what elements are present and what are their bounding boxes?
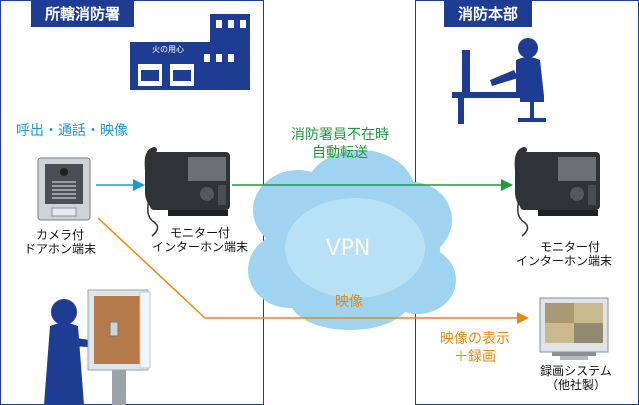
call-features-label: 呼出・通話・映像 bbox=[16, 123, 128, 139]
recording-system-monitor bbox=[539, 297, 609, 360]
intercom-right-label-line2: インターホン端末 bbox=[515, 254, 612, 268]
fire-station-building bbox=[130, 14, 250, 90]
camera-door-label-line1: カメラ付 bbox=[35, 228, 84, 242]
video-arrow bbox=[97, 217, 529, 324]
display-record-label-line2: ＋録画 bbox=[454, 349, 496, 365]
fire-headquarters-title: 消防本部 bbox=[444, 1, 533, 27]
camera-door-label-line2: ドアホン端末 bbox=[23, 242, 96, 256]
intercom-right-label-line1: モニター付 bbox=[539, 240, 600, 254]
camera-door-intercom-device bbox=[37, 157, 91, 221]
recorder-label-line2: （他社製） bbox=[545, 378, 606, 392]
intercom-left-label-line1: モニター付 bbox=[169, 226, 230, 240]
intercom-left-label-line2: インターホン端末 bbox=[151, 240, 248, 254]
display-record-label-line1: 映像の表示 bbox=[440, 331, 510, 347]
operator-desk-figure bbox=[452, 38, 546, 124]
station-sign-text: 火の用心 bbox=[152, 45, 184, 54]
vpn-label: VPN bbox=[325, 236, 371, 261]
intercom-left-device bbox=[144, 147, 230, 237]
intercom-right-device bbox=[514, 147, 600, 237]
vpn-cloud bbox=[248, 150, 456, 330]
door-kiosk bbox=[87, 289, 151, 405]
recorder-label-line1: 録画システム bbox=[540, 364, 612, 378]
video-label: 映像 bbox=[335, 294, 363, 310]
local-fire-station-title: 所轄消防署 bbox=[31, 1, 135, 27]
auto-transfer-label-line2: 自動転送 bbox=[312, 145, 368, 161]
auto-transfer-label-line1: 消防署員不在時 bbox=[291, 127, 389, 143]
